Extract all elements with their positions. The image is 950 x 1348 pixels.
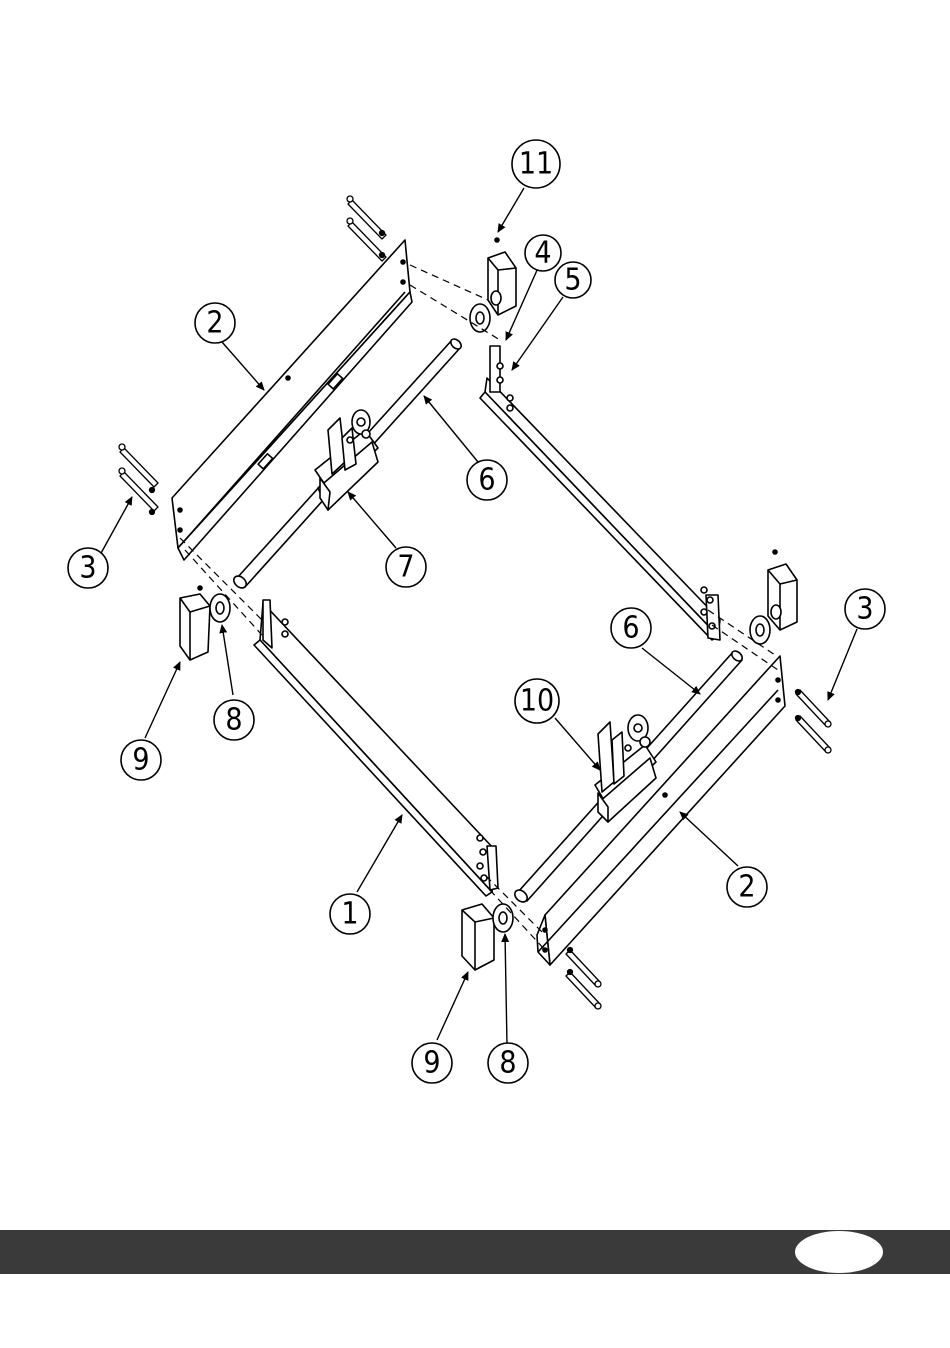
washer-part-8-bottom: [493, 904, 513, 932]
callout-10-label: 10: [520, 684, 554, 719]
callout-5-label: 5: [564, 263, 581, 298]
carriage-part-7: [315, 410, 378, 510]
end-cap-part-11: [488, 238, 516, 315]
bolts-part-3-right: [796, 690, 832, 754]
washer-upper: [470, 304, 490, 332]
rail-part-2-lower: [537, 656, 785, 965]
page-number-badge: [795, 1231, 883, 1273]
rail-part-2-upper: [172, 240, 412, 560]
callout-4-label: 4: [534, 236, 551, 271]
bolts-part-3-lower: [566, 948, 601, 1010]
rail-part-1: [254, 600, 498, 896]
callout-3-left-label: 3: [79, 551, 96, 586]
end-cap-part-9-left: [180, 586, 210, 660]
end-cap-right: [768, 550, 797, 630]
washer-part-8-left: [210, 594, 230, 622]
bolts-part-3-left: [119, 444, 158, 515]
callout-6-lower-label: 6: [622, 611, 639, 646]
bolts-part-3-upper: [347, 196, 386, 261]
callout-3-right-label: 3: [856, 592, 873, 627]
rail-right: [480, 346, 720, 640]
callout-2-lower-label: 2: [738, 870, 755, 905]
end-cap-part-9-bottom: [462, 904, 494, 970]
callout-6-upper-label: 6: [478, 463, 495, 498]
callout-7-label: 7: [397, 550, 414, 585]
callout-8-bottom-label: 8: [499, 1046, 516, 1081]
callout-9-left-label: 9: [132, 743, 149, 778]
callout-1-label: 1: [341, 897, 358, 932]
callout-2-upper-label: 2: [206, 306, 223, 341]
callout-11-label: 11: [519, 147, 553, 182]
callout-9-bottom-label: 9: [423, 1046, 440, 1081]
callout-8-left-label: 8: [225, 703, 242, 738]
